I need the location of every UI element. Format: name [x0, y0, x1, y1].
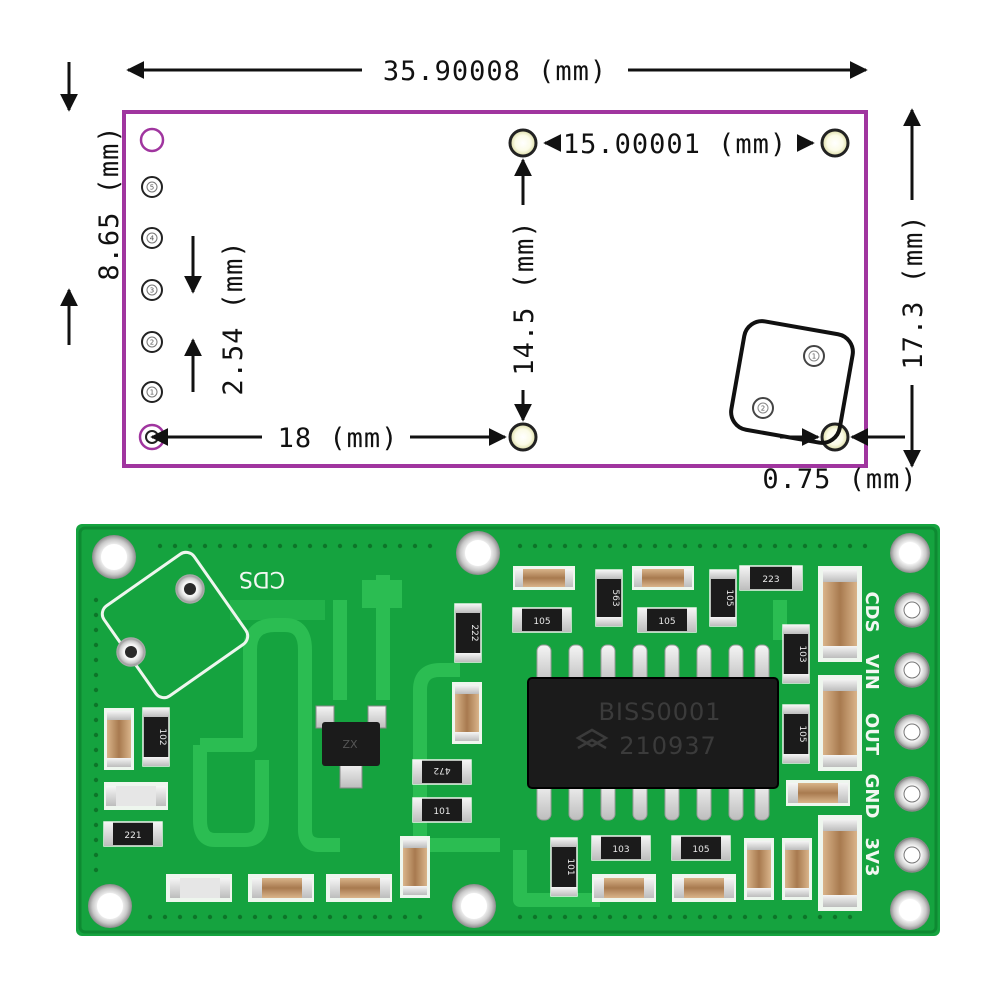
- pin-label-cds: CDS: [861, 591, 882, 632]
- transistor-marking: ZX: [342, 738, 358, 751]
- board-outline: [122, 110, 868, 468]
- ic-marking-line1: BISS0001: [598, 698, 721, 726]
- capacitor: [632, 566, 694, 590]
- antenna-trace: [193, 575, 787, 907]
- smd-marking: 103: [612, 845, 629, 855]
- smd-resistors: 223 563 105 105 105: [103, 565, 810, 897]
- overall-width-label: 35.90008 (mm): [383, 56, 607, 87]
- smd-marking: 105: [692, 845, 709, 855]
- resistor: 563: [595, 569, 623, 627]
- smd-marking: 105: [658, 617, 675, 627]
- smd-marking: 563: [610, 589, 620, 606]
- pcb-board: CDS CDS VIN OUT GND 3V3: [76, 524, 940, 936]
- smd-marking: 101: [433, 807, 450, 817]
- capacitor: [744, 838, 774, 900]
- resistor: 222: [454, 603, 482, 663]
- pin-label-out: OUT: [861, 713, 882, 756]
- sensor-pin-number: 1: [812, 353, 816, 361]
- capacitor: [592, 874, 656, 902]
- pin-pitch-label: 2.54 (mm): [218, 240, 249, 395]
- dimension-drawing: 5 4 3 2 1 1 2 3 5: [60, 56, 929, 495]
- capacitor: [326, 874, 392, 902]
- pin-number: 1: [150, 389, 154, 397]
- pin-number: 5: [150, 184, 154, 192]
- board-mount-holes: [88, 531, 930, 930]
- resistor: 105: [512, 607, 572, 633]
- pin-label-gnd: GND: [861, 774, 882, 819]
- capacitor: [818, 675, 862, 771]
- smd-marking: 223: [762, 575, 779, 585]
- pin-label-vin: VIN: [861, 654, 882, 690]
- capacitor: [400, 836, 430, 898]
- cds-sensor: CDS: [100, 550, 285, 700]
- resistor: 105: [782, 704, 810, 764]
- resistor: 105: [637, 607, 697, 633]
- capacitor: [248, 874, 314, 902]
- capacitor: [513, 566, 575, 590]
- pin-labels: CDS VIN OUT GND 3V3: [861, 591, 882, 876]
- cds-silk-label: CDS: [239, 566, 285, 591]
- smd-marking: 103: [797, 645, 807, 662]
- capacitor: [782, 838, 812, 900]
- capacitor: [104, 708, 134, 770]
- smd-marking: 105: [797, 725, 807, 742]
- pin-number: 3: [150, 287, 154, 295]
- hole-spacing-label: 15.00001 (mm): [563, 129, 787, 160]
- smd-marking: 222: [469, 624, 479, 641]
- biss0001-ic: BISS0001 210937: [527, 644, 779, 821]
- capacitor: [672, 874, 736, 902]
- via-dots: [93, 543, 868, 920]
- resistor: 221: [103, 821, 163, 847]
- hole-horizontal-label: 18 (mm): [278, 423, 399, 454]
- smd-marking: 102: [157, 728, 167, 745]
- resistor: 101: [550, 837, 578, 897]
- capacitor: [104, 782, 168, 810]
- mount-holes: [508, 128, 850, 452]
- pin-offset-label: 8.65 (mm): [94, 125, 125, 280]
- smd-marking: 105: [533, 617, 550, 627]
- pin-number: 2: [150, 339, 154, 347]
- capacitor: [166, 874, 232, 902]
- smd-marking: 221: [124, 831, 141, 841]
- capacitor: [818, 815, 862, 911]
- pin-number: 4: [150, 235, 155, 243]
- smd-marking: 105: [724, 589, 734, 606]
- smd-marking: 472: [433, 765, 450, 775]
- capacitor: [786, 780, 850, 806]
- ic-marking-line2: 210937: [619, 732, 717, 760]
- resistor: 223: [739, 565, 803, 591]
- resistor: 103: [591, 835, 651, 861]
- header-pins: [894, 592, 930, 873]
- hole-vertical-label: 14.5 (mm): [509, 220, 540, 375]
- transistor: ZX: [315, 705, 387, 789]
- resistor: 472: [412, 759, 472, 785]
- smd-capacitors: [104, 566, 862, 911]
- resistor: 102: [142, 707, 170, 767]
- capacitor: [452, 682, 482, 744]
- overall-height-label: 17.3 (mm): [898, 214, 929, 369]
- pin-header-holes: 5 4 3 2 1: [138, 127, 166, 451]
- resistor: 105: [709, 569, 737, 627]
- sensor-pin-number: 2: [761, 405, 765, 413]
- capacitor: [818, 566, 862, 662]
- resistor: 101: [412, 797, 472, 823]
- smd-marking: 101: [565, 858, 575, 875]
- edge-offset-label: 0.75 (mm): [762, 464, 917, 495]
- resistor: 103: [782, 624, 810, 684]
- pin-label-3v3: 3V3: [861, 838, 882, 877]
- resistor: 105: [671, 835, 731, 861]
